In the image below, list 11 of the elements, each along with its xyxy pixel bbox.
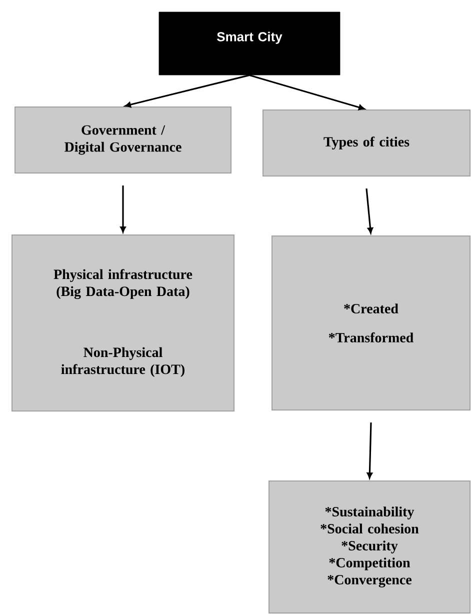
process-box: Types of cities bbox=[262, 110, 470, 176]
process-box: Physical infrastructure (Big Data-Open Data) Non-Physical infrastructure (IOT) bbox=[12, 234, 234, 412]
arrow bbox=[120, 186, 126, 232]
process-box: *Sustainability *Social cohesion *Security *Competition *Convergence bbox=[268, 480, 470, 614]
process-box: Government / Digital Governance bbox=[14, 106, 232, 174]
arrow bbox=[249, 74, 365, 110]
process-box: *Created *Transformed bbox=[272, 236, 470, 410]
arrow bbox=[124, 74, 250, 108]
arrow bbox=[366, 422, 372, 478]
title-box: Smart City bbox=[158, 12, 340, 76]
arrow bbox=[366, 188, 374, 234]
